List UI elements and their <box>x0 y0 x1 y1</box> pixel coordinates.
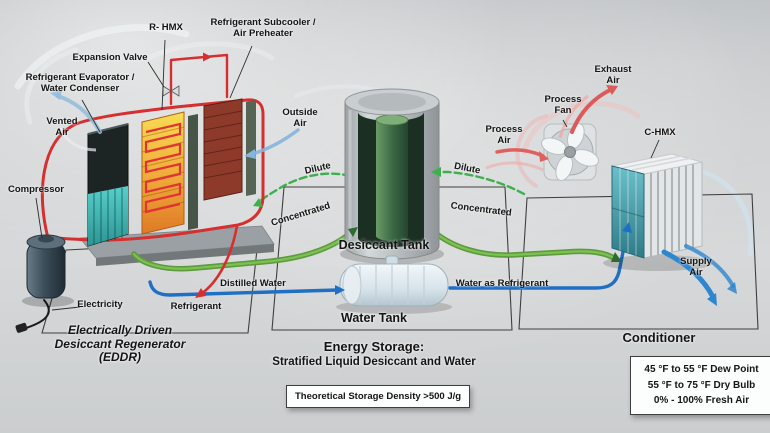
subcooler-graphic <box>203 98 243 201</box>
text-line: Air Preheater <box>233 27 293 39</box>
text-line: Electrically Driven <box>67 323 173 337</box>
label-desiccant-tank: Desiccant Tank <box>338 238 430 252</box>
conditioner-graphic <box>603 153 713 271</box>
text-line: Air <box>293 117 307 129</box>
text-line: Refrigerant Subcooler / <box>210 17 316 28</box>
label-supply-air: Supply Air <box>680 256 712 279</box>
label-process-air: Process Air <box>485 124 523 147</box>
text-line: Air <box>55 126 69 138</box>
evaporator-graphic <box>87 123 129 247</box>
text-line: Supply <box>680 256 712 267</box>
text-line: Air <box>606 74 620 86</box>
conditioner-swirl <box>701 169 754 257</box>
label-evaporator: Refrigerant Evaporator / Water Condenser <box>25 72 135 95</box>
label-distilled-water: Distilled Water <box>220 278 286 289</box>
text-line: 0% - 100% Fresh Air <box>653 395 750 406</box>
conditioner-spec-box: 45 °F to 55 °F Dew Point 55 °F to 75 °F … <box>630 356 770 415</box>
process-fan-graphic <box>541 123 599 181</box>
energy-storage-title: Energy Storage: <box>323 339 425 354</box>
refrigerant-upper-loop <box>169 53 229 106</box>
text-line: Theoretical Storage Density >500 J/g <box>295 391 462 402</box>
refrigerant-drop <box>199 224 239 296</box>
flow-arrows <box>50 52 737 306</box>
text-line: 45 °F to 55 °F Dew Point <box>644 364 759 375</box>
supply-air-arrow <box>661 249 716 300</box>
text-line: (EDDR) <box>99 350 141 365</box>
text-line: Process <box>544 94 582 105</box>
distilled-water-pipe <box>148 280 340 297</box>
label-subcooler: Refrigerant Subcooler / Air Preheater <box>210 17 316 40</box>
air-swirls <box>14 24 754 257</box>
label-exhaust-air: Exhaust Air <box>594 64 632 87</box>
conditioner-title: Conditioner <box>622 330 696 345</box>
process-air-arrow <box>495 148 545 158</box>
energy-storage-subtitle: Stratified Liquid Desiccant and Water <box>272 356 476 368</box>
text-line: Fan <box>554 104 572 116</box>
label-c-hmx: C-HMX <box>644 127 676 138</box>
label-water-as-refrigerant: Water as Refrigerant <box>455 278 549 289</box>
label-r-hmx: R- HMX <box>149 22 183 33</box>
label-compressor: Compressor <box>8 184 64 195</box>
c-hmx-face <box>611 165 645 259</box>
eddr-heat-exchangers <box>87 98 256 247</box>
expansion-valve-icon <box>162 85 180 97</box>
r-hmx-graphic <box>141 111 185 235</box>
dilute-line-left <box>256 172 352 205</box>
text-line: Refrigerant Evaporator / <box>25 72 135 83</box>
text-line: Air <box>497 134 511 146</box>
fan-swirl <box>515 114 548 188</box>
dilute-line-right <box>438 170 526 196</box>
text-line: Outside <box>282 107 318 118</box>
label-expansion-valve: Expansion Valve <box>72 52 148 63</box>
text-line: Air <box>689 266 703 278</box>
refrigerant-coil <box>144 122 182 214</box>
text-line: Water Condenser <box>40 82 120 94</box>
label-process-fan: Process Fan <box>544 94 582 117</box>
exhaust-air-arrow <box>570 88 612 134</box>
label-electricity: Electricity <box>77 299 123 310</box>
water-tank-graphic <box>336 255 452 314</box>
text-line: Vented <box>46 116 78 127</box>
label-vented-air: Vented Air <box>46 116 78 139</box>
storage-density-box: Theoretical Storage Density >500 J/g <box>286 385 471 408</box>
leader-lines <box>35 39 660 311</box>
label-outside-air: Outside Air <box>282 107 318 130</box>
desiccant-tank-graphic <box>340 88 444 264</box>
water-refrigerant-pipe <box>448 230 629 290</box>
text-line: Process <box>485 124 523 135</box>
exhaust-swirl <box>521 101 641 155</box>
label-refrigerant: Refrigerant <box>170 301 222 312</box>
eddr-title: Electrically Driven Desiccant Regenerato… <box>54 323 186 365</box>
compressor-graphic <box>22 234 74 307</box>
electricity-wire <box>25 299 50 329</box>
text-line: 55 °F to 75 °F Dry Bulb <box>647 379 756 391</box>
outside-air-arrow <box>250 128 300 156</box>
power-plug <box>15 322 28 333</box>
text-line: Exhaust <box>594 64 632 75</box>
text-line: Desiccant Regenerator <box>54 336 186 351</box>
label-water-tank: Water Tank <box>341 311 407 325</box>
